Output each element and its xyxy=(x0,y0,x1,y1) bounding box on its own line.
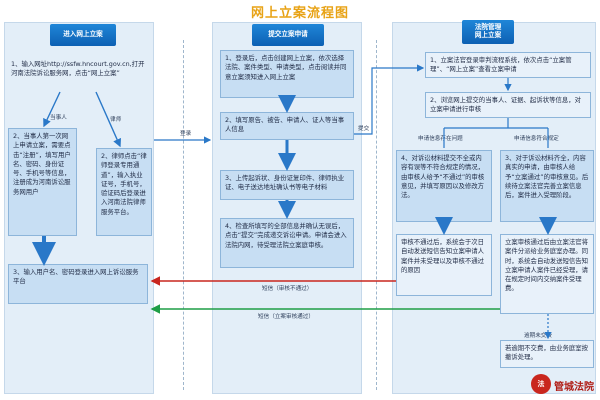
separator-line xyxy=(183,40,184,390)
submit-step-2: 2、填写原告、被告、申请人、证人等当事人信息 xyxy=(220,112,354,140)
sms-fail-label: 短信（审核不通过） xyxy=(262,286,313,292)
header-court-management: 法院管理网上立案 xyxy=(462,20,514,44)
court-step-4-rejected: 4、对诉讼材料提交不全或内容有误等不符合规定的情况，由审核人给予“不通过”的审核… xyxy=(396,150,492,222)
problem-label: 申请信息存在问题 xyxy=(418,136,463,142)
court-seal-icon: 法 xyxy=(531,374,551,394)
court-step-3-accepted: 3、对于诉讼材料齐全，内容真实的申请，由审核人给予“立案通过”的审核意见。后续待… xyxy=(500,150,594,222)
submit-edge-label: 提交 xyxy=(358,126,370,132)
sms-pass-label: 短信（立案审核通过） xyxy=(258,314,314,320)
unpaid-note: 若逾期不交费，由业务庭室按撤诉处理。 xyxy=(500,340,594,368)
arrow-to-party xyxy=(43,91,61,128)
header-enter-online-filing: 进入网上立案 xyxy=(50,24,116,46)
arrow-to-lawyer xyxy=(95,91,121,148)
arrow-court-branch xyxy=(443,118,549,148)
party-label: 当事人 xyxy=(50,115,67,121)
diagram-title: 网上立案流程图 xyxy=(250,6,349,21)
enter-step-1: 1、输入网址http://ssfw.hncourt.gov.cn,打开河南法院诉… xyxy=(11,60,145,78)
compliant-label: 申请信息符合规定 xyxy=(514,136,559,142)
separator-line xyxy=(376,40,377,390)
court-step-2: 2、浏览网上提交的当事人、证据、起诉状等信息，对立案申请进行审核 xyxy=(425,92,591,118)
lawyer-label: 律师 xyxy=(110,117,122,123)
login-edge-label: 登录 xyxy=(180,131,192,137)
court-step-1: 1、立案法官登录审判流程系统，依次点击“立案管理”、“网上立案”查看立案申请 xyxy=(425,52,591,78)
enter-step-2-lawyer: 2、律师点击“律师登录专用通道”，输入执业证号，手机号，验证码后登录进入河南法院… xyxy=(96,148,152,236)
header-submit-application: 提交立案申请 xyxy=(252,24,324,46)
arrow-submit xyxy=(354,64,425,135)
court-brand-name: 管城法院 xyxy=(554,382,594,393)
enter-step-3-login: 3、输入用户名、密码登录进入网上诉讼服务平台 xyxy=(8,264,148,304)
reject-sms-note: 审核不通过后，系统会于次日自动发送短信告知立案申请人案件并未受理以及审核不通过的… xyxy=(396,234,492,296)
unpaid-label: 逾期未交费 xyxy=(524,333,552,339)
enter-step-2-party: 2、当事人第一次网上申请立案，需要点击“注册”，填写用户名、密码、身份证号、手机… xyxy=(8,128,77,236)
submit-step-1: 1、登录后，点击创建网上立案，依次选择法院、案件类型、申请类型，点击阅读并同意立… xyxy=(220,50,354,98)
